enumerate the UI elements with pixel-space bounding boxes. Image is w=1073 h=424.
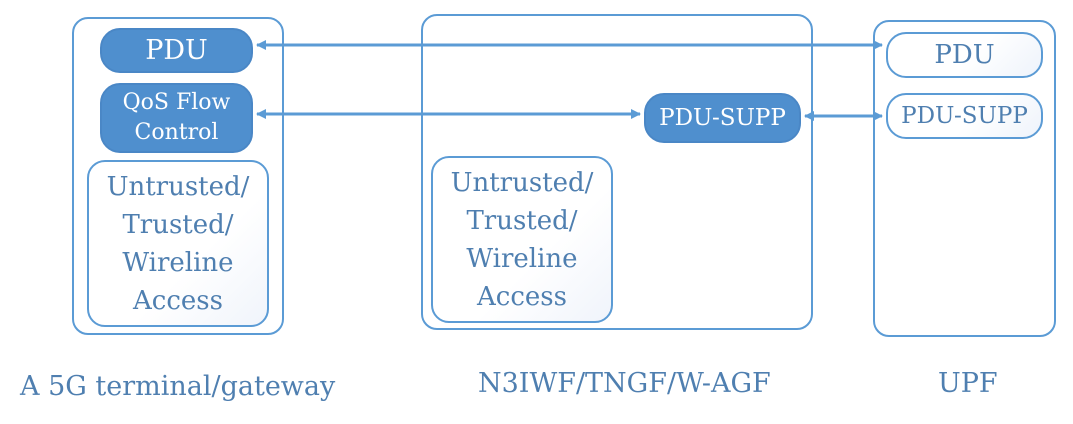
interworking-caption: N3IWF/TNGF/W-AGF [478,368,771,399]
interworking-pdu-supp-label: PDU-SUPP [659,105,786,131]
terminal-access-label: Untrusted/ Trusted/ Wireline Access [106,171,250,316]
upf-caption: UPF [938,368,998,399]
terminal-pdu-label: PDU [145,35,208,66]
interworking-access-label: Untrusted/ Trusted/ Wireline Access [450,167,594,312]
terminal-qos-block: QoS Flow Control [100,83,253,153]
upf-pdu-label: PDU [934,40,995,70]
upf-pdu-supp-block: PDU-SUPP [886,93,1043,139]
interworking-access-block: Untrusted/ Trusted/ Wireline Access [431,156,613,323]
terminal-pdu-block: PDU [100,28,253,73]
interworking-pdu-supp-block: PDU-SUPP [644,93,801,143]
terminal-access-block: Untrusted/ Trusted/ Wireline Access [87,160,269,327]
upf-pdu-supp-label: PDU-SUPP [901,103,1028,129]
terminal-caption: A 5G terminal/gateway [20,371,336,402]
terminal-qos-label: QoS Flow Control [122,90,231,145]
upf-pdu-block: PDU [886,32,1043,78]
